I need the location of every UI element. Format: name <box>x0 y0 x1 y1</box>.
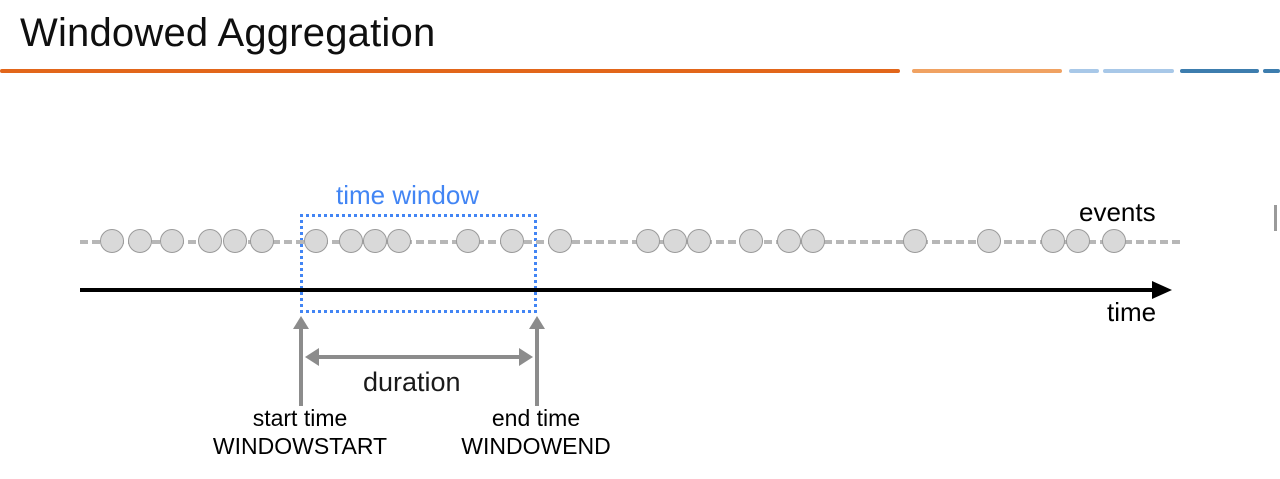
window-start-caption-line2: WINDOWSTART <box>212 433 388 459</box>
event-dot <box>903 229 927 253</box>
rule-segment-blue-light-1 <box>1069 69 1099 73</box>
rule-segment-orange-light <box>912 69 1062 73</box>
event-dot <box>739 229 763 253</box>
time-axis-label: time <box>1107 297 1157 327</box>
window-end-caption-line2: WINDOWEND <box>461 433 611 459</box>
event-dot <box>128 229 152 253</box>
time-axis-arrowhead-icon <box>1152 281 1172 299</box>
duration-label: duration <box>363 367 461 397</box>
page-title: Windowed Aggregation <box>20 11 436 55</box>
event-dot <box>100 229 124 253</box>
event-dot <box>777 229 801 253</box>
window-end-caption: end time WINDOWEND <box>436 404 636 460</box>
cropped-edge-mark <box>1274 205 1277 231</box>
duration-arrow-right-icon <box>519 348 533 366</box>
time-axis-line <box>80 288 1158 292</box>
event-dot <box>250 229 274 253</box>
event-stream-line <box>80 240 1180 244</box>
event-dot <box>663 229 687 253</box>
event-dot <box>548 229 572 253</box>
event-dot <box>339 229 363 253</box>
window-start-caption: start time WINDOWSTART <box>200 404 400 460</box>
event-dot <box>387 229 411 253</box>
time-window-box <box>300 214 537 313</box>
event-dot <box>1102 229 1126 253</box>
title-divider-rule <box>0 69 1280 75</box>
rule-segment-orange-main <box>0 69 900 73</box>
event-dot <box>1041 229 1065 253</box>
window-start-arrow-icon <box>293 316 309 406</box>
event-dot <box>198 229 222 253</box>
event-dot <box>801 229 825 253</box>
window-end-arrow-icon <box>529 316 545 406</box>
rule-segment-blue-dark-1 <box>1180 69 1259 73</box>
window-end-caption-line1: end time <box>491 405 581 431</box>
event-dot <box>223 229 247 253</box>
rule-segment-blue-light-2 <box>1103 69 1174 73</box>
event-dot <box>977 229 1001 253</box>
event-dot <box>687 229 711 253</box>
window-start-caption-line1: start time <box>252 405 348 431</box>
duration-measure-line <box>312 355 526 359</box>
time-window-label: time window <box>336 180 480 210</box>
event-dot <box>636 229 660 253</box>
event-dot <box>160 229 184 253</box>
event-dot <box>1066 229 1090 253</box>
event-dot <box>363 229 387 253</box>
event-dot <box>456 229 480 253</box>
events-label: events <box>1079 197 1156 227</box>
rule-segment-blue-dark-2 <box>1263 69 1280 73</box>
event-dot <box>304 229 328 253</box>
event-dot <box>500 229 524 253</box>
duration-arrow-left-icon <box>305 348 319 366</box>
